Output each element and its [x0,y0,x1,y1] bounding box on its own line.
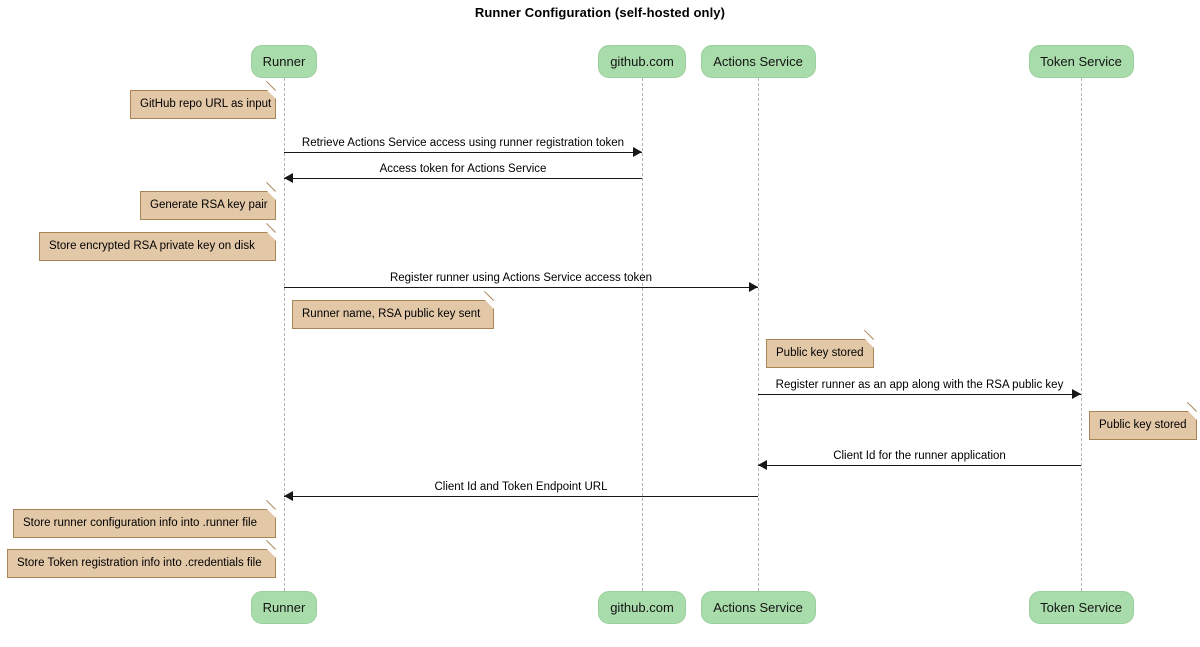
note-fold-icon [865,339,874,348]
participant-header-runner[interactable]: Runner [251,45,317,78]
note-fold-icon [267,191,276,200]
message-line [284,152,642,153]
message-line [284,178,642,179]
arrowhead-icon [1072,389,1081,399]
arrowhead-icon [633,147,642,157]
arrowhead-icon [749,282,758,292]
message-label: Retrieve Actions Service access using ru… [301,137,625,149]
note-fold-icon [1188,411,1197,420]
message-label: Register runner using Actions Service ac… [389,272,653,284]
diagram-title: Runner Configuration (self-hosted only) [474,5,726,20]
note-fold-icon [267,232,276,241]
note-n5: Public key stored [766,329,874,368]
lifeline-github [642,78,643,591]
participant-header-github[interactable]: github.com [598,45,686,78]
note-fold-icon [267,90,276,99]
participant-header-actions[interactable]: Actions Service [700,45,816,78]
note-fold-icon [267,509,276,518]
note-n6: Public key stored [1089,401,1197,440]
participant-footer-runner[interactable]: Runner [251,591,317,624]
note-n4: Runner name, RSA public key sent [292,290,494,329]
note-n3: Store encrypted RSA private key on disk [39,222,276,261]
lifeline-token [1081,78,1082,591]
note-n8: Store Token registration info into .cred… [7,539,276,578]
participant-footer-github[interactable]: github.com [598,591,686,624]
note-fold-icon [267,549,276,558]
note-fold-icon [485,300,494,309]
lifeline-actions [758,78,759,591]
message-line [284,496,758,497]
participant-header-token[interactable]: Token Service [1028,45,1134,78]
lifeline-runner [284,78,285,591]
message-label: Access token for Actions Service [379,163,547,175]
message-line [284,287,758,288]
message-line [758,394,1081,395]
note-n1: GitHub repo URL as input [130,80,276,119]
message-label: Client Id for the runner application [833,450,1006,462]
arrowhead-icon [284,173,293,183]
participant-footer-actions[interactable]: Actions Service [700,591,816,624]
participant-footer-token[interactable]: Token Service [1028,591,1134,624]
message-label: Client Id and Token Endpoint URL [434,481,608,493]
arrowhead-icon [284,491,293,501]
note-n2: Generate RSA key pair [140,181,276,220]
arrowhead-icon [758,460,767,470]
message-line [758,465,1081,466]
note-n7: Store runner configuration info into .ru… [13,499,276,538]
message-label: Register runner as an app along with the… [775,379,1064,391]
